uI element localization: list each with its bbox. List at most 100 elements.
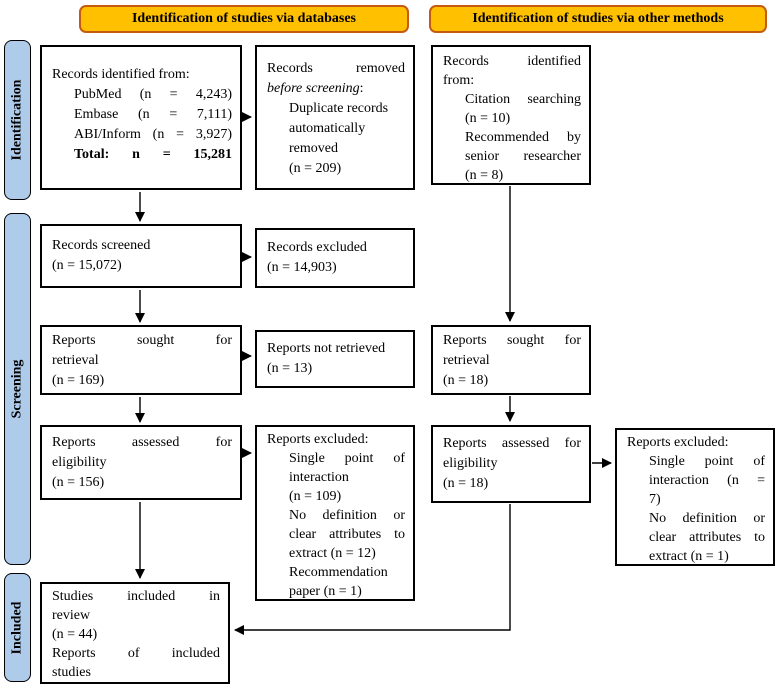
- text-line: Reports excluded:: [267, 430, 405, 449]
- text-line: (n = 10): [443, 109, 581, 128]
- text-segment: No definition or: [649, 511, 765, 526]
- text-line: senior researcher: [443, 147, 581, 166]
- text-segment: Single point of: [289, 451, 405, 466]
- text-segment: Reports excluded:: [627, 435, 729, 450]
- text-line: clear attributes to: [267, 525, 405, 544]
- text-line: automatically: [267, 119, 405, 139]
- text-segment: from:: [443, 73, 475, 88]
- text-line: Reports not retrieved: [267, 339, 405, 359]
- records-identified-other-box: Records identified from: Citation searchin…: [431, 45, 591, 185]
- text-segment: Reports sought for: [443, 333, 581, 348]
- text-line: Records screened: [52, 236, 232, 256]
- text-line: Reports sought for: [52, 331, 232, 351]
- text-line: extract (n = 1): [627, 547, 765, 566]
- text-line: interaction (n =: [627, 471, 765, 490]
- text-segment: Reports of included: [52, 646, 220, 661]
- text-segment: No definition or: [289, 508, 405, 523]
- text-line: Embase (n = 7,111): [52, 105, 232, 125]
- text-segment: extract (n = 12): [289, 546, 376, 561]
- text-line: (n = 8): [443, 166, 581, 185]
- text-segment: Records excluded: [267, 240, 367, 255]
- text-line: Single point of: [267, 449, 405, 468]
- text-segment: :: [359, 81, 364, 96]
- text-line: retrieval: [52, 351, 232, 371]
- text-line: (n = 18): [443, 371, 581, 391]
- text-line: Reports assessed for: [52, 433, 232, 453]
- text-segment: (n = 18): [443, 373, 489, 388]
- stage-screening-label: Screening: [9, 359, 25, 419]
- header-other-methods: Identification of studies via other meth…: [429, 5, 767, 33]
- text-segment: interaction (n =: [649, 473, 765, 488]
- text-segment: ABI/Inform (n = 3,927): [74, 127, 232, 142]
- text-segment: (n = 18): [443, 476, 489, 491]
- text-line: Reports assessed for: [443, 434, 581, 454]
- text-line: PubMed (n = 4,243): [52, 85, 232, 105]
- text-segment: Records identified: [443, 54, 581, 69]
- text-line: extract (n = 12): [267, 544, 405, 563]
- text-segment: Reports sought for: [52, 333, 232, 348]
- reports-excluded-databases-box: Reports excluded: Single point of interact…: [255, 425, 415, 601]
- reports-sought-databases-box: Reports sought for retrieval (n = 169): [40, 325, 242, 395]
- text-line: review: [52, 606, 220, 625]
- text-line: Records removed: [267, 59, 405, 79]
- text-line: Citation searching: [443, 90, 581, 109]
- text-line: Reports of included: [52, 644, 220, 663]
- text-line: (n = 13): [267, 359, 405, 379]
- text-segment: (n = 169): [52, 373, 105, 388]
- text-segment: (n = 44): [52, 627, 98, 642]
- header-other-methods-label: Identification of studies via other meth…: [472, 11, 724, 26]
- text-segment: (n = 109): [289, 489, 342, 504]
- text-segment: Records identified from:: [52, 67, 190, 82]
- text-segment: PubMed (n = 4,243): [74, 87, 232, 102]
- text-segment: Reports excluded:: [267, 432, 369, 447]
- records-excluded-box: Records excluded (n = 14,903): [255, 228, 415, 288]
- text-segment: eligibility: [52, 455, 107, 470]
- text-line: Reports sought for: [443, 331, 581, 351]
- text-line: removed: [267, 139, 405, 159]
- text-line: clear attributes to: [627, 528, 765, 547]
- reports-excluded-other-box: Reports excluded: Single point of interact…: [615, 428, 775, 566]
- text-line: (n = 15,072): [52, 256, 232, 276]
- text-line: interaction: [267, 468, 405, 487]
- text-segment: interaction: [289, 470, 349, 485]
- text-segment: Single point of: [649, 454, 765, 469]
- text-line: Reports excluded:: [627, 433, 765, 452]
- text-segment: before screening: [267, 81, 360, 96]
- text-segment: (n = 156): [52, 475, 105, 490]
- text-line: before screening:: [267, 79, 405, 99]
- text-segment: extract (n = 1): [649, 549, 729, 564]
- text-segment: eligibility: [443, 456, 498, 471]
- stage-identification: Identification: [4, 40, 31, 200]
- text-segment: review: [52, 608, 91, 623]
- text-line: Studies included in: [52, 587, 220, 606]
- stage-included: Included: [4, 573, 31, 682]
- text-line: Recommended by: [443, 128, 581, 147]
- text-line: retrieval: [443, 351, 581, 371]
- text-segment: Citation searching: [465, 92, 581, 107]
- stage-screening: Screening: [4, 213, 31, 565]
- text-line: paper (n = 1): [267, 582, 405, 601]
- text-line: (n = 14,903): [267, 258, 405, 278]
- text-segment: Reports assessed for: [443, 436, 581, 451]
- reports-assessed-other-box: Reports assessed for eligibility (n = 18): [431, 425, 591, 503]
- header-databases-label: Identification of studies via databases: [131, 11, 357, 26]
- text-segment: Reports assessed for: [52, 435, 232, 450]
- text-segment: clear attributes to: [649, 530, 765, 545]
- header-databases: Identification of studies via databases: [79, 5, 409, 33]
- text-line: (n = 156): [52, 473, 232, 493]
- text-segment: Reports not retrieved: [267, 341, 386, 356]
- text-line: studies: [52, 663, 220, 682]
- text-segment: Studies included in: [52, 589, 220, 604]
- text-segment: retrieval: [443, 353, 490, 368]
- text-segment: (n = 14,903): [267, 260, 337, 275]
- text-line: eligibility: [52, 453, 232, 473]
- text-segment: retrieval: [52, 353, 99, 368]
- text-segment: (n = 15,072): [52, 258, 122, 273]
- text-segment: Recommendation: [289, 565, 388, 580]
- text-segment: 7): [649, 492, 661, 507]
- reports-assessed-databases-box: Reports assessed for eligibility (n = 156): [40, 425, 242, 500]
- reports-not-retrieved-box: Reports not retrieved (n = 13): [255, 330, 415, 388]
- stage-included-label: Included: [9, 601, 25, 654]
